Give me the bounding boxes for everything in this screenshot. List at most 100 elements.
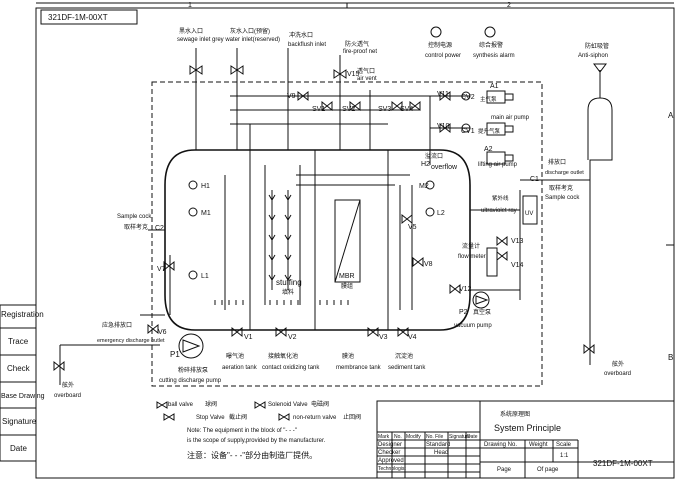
tb-designer: Designer <box>378 442 402 448</box>
legend-solenoid-cn: 电磁阀 <box>311 400 329 408</box>
tb-technologist: Technologist <box>378 466 406 472</box>
alarm-cn: 综合报警 <box>479 41 503 49</box>
checkvalve-cv1-icon <box>461 123 471 133</box>
grey-inlet-cn: 灰水入口(预留) <box>230 27 270 35</box>
valve-v5-icon <box>401 213 413 225</box>
doc-code-top: 321DF-1M-00XT <box>48 13 108 22</box>
aeration-cn: 曝气池 <box>226 352 244 360</box>
flow-meter-icon <box>486 247 498 277</box>
membrane-en: membrance tank <box>336 365 382 371</box>
grid-label-b: B <box>668 353 673 362</box>
tag-v6: V6 <box>158 329 167 336</box>
tb-of-page: Of page <box>537 467 559 473</box>
lift-pump-en: lifting air pump <box>478 162 518 168</box>
tag-v12: V12 <box>459 286 472 293</box>
discharge-en: discharge outlet <box>545 170 584 176</box>
valves <box>53 65 595 372</box>
main-tank <box>164 149 471 331</box>
overboard-r-en: overboard <box>604 371 631 377</box>
piping <box>59 48 613 385</box>
sewage-inlet-en: sewage inlet <box>177 37 211 43</box>
tag-v9: V9 <box>287 93 296 100</box>
tag-c1: C1 <box>530 176 539 183</box>
valve-v11-icon <box>439 90 451 102</box>
grid-label-1: 1 <box>188 2 192 9</box>
overboard-l-cn: 舷外 <box>62 381 74 389</box>
mbr-module <box>334 199 361 283</box>
p2-en: vacuum pump <box>454 323 492 329</box>
valve-overboard-l-icon <box>53 360 65 372</box>
tag-h1: H1 <box>201 183 210 190</box>
mbr-cn: 膜组 <box>341 282 353 290</box>
anti-siphon-icon <box>593 63 607 73</box>
legend-nonreturn-icon <box>278 413 290 421</box>
tag-m1: M1 <box>201 210 211 217</box>
tag-h2: H2 <box>421 161 430 168</box>
title-en: System Principle <box>494 423 561 433</box>
valve-v2-icon <box>275 326 287 338</box>
valve-inlet-1-icon <box>189 65 203 75</box>
contact-cn: 接触氧化池 <box>268 352 298 360</box>
pump-p2-tag: P2 <box>459 309 468 316</box>
antisiphon-en: Anti-siphon <box>578 53 608 59</box>
valve-v7-icon <box>163 260 175 272</box>
tag-v8: V8 <box>424 261 433 268</box>
main-pump-en: main air pump <box>491 115 530 121</box>
flow-cn: 流量计 <box>462 242 480 250</box>
stuffing-cn: 填料 <box>282 288 294 296</box>
valve-v1-icon <box>231 326 243 338</box>
side-base-drawing: Base Drawing <box>1 393 45 400</box>
level-l1-icon <box>188 270 198 280</box>
control-power-en: control power <box>425 53 461 59</box>
uv-tag: UV <box>525 211 533 217</box>
tag-v10: V10 <box>437 123 450 130</box>
uv-cn: 紫外线 <box>492 194 509 202</box>
level-h1-icon <box>188 180 198 190</box>
tag-v14: V14 <box>511 262 524 269</box>
tb-mark: Mark <box>378 434 390 440</box>
tag-sv2: SV2 <box>342 106 355 113</box>
legend-ball-icon <box>156 401 168 409</box>
tag-cv1: CV1 <box>461 128 475 135</box>
grid-label-2: 2 <box>507 2 511 9</box>
grey-inlet-en: grey water inlet(reserved) <box>212 37 280 43</box>
valve-sv1-icon <box>321 100 333 112</box>
tb-scale: Scale <box>556 442 572 448</box>
side-signature: Signature <box>2 417 37 426</box>
pump-a1-tag: A1 <box>490 83 499 90</box>
level-l2-icon <box>425 207 435 217</box>
tb-standard: Standard <box>426 442 450 448</box>
tag-sv3: SV3 <box>378 106 391 113</box>
aeration-en: aeration tank <box>222 365 258 371</box>
p1-cn: 粉碎排放泵 <box>178 366 208 374</box>
tb-signature: Signature <box>449 434 471 440</box>
tag-l1: L1 <box>201 273 209 280</box>
emergency-cn: 应急排放口 <box>102 321 132 329</box>
valve-v8-icon <box>412 256 424 268</box>
side-check: Check <box>7 364 31 373</box>
tb-nofile: No. File <box>426 434 443 440</box>
tb-head: Head <box>434 450 448 456</box>
membrane-cn: 膜池 <box>342 352 354 360</box>
level-m2-icon <box>425 180 435 190</box>
vacuum-pump-icon <box>472 291 490 309</box>
legend-stop-cn: 截止阀 <box>229 413 247 421</box>
valve-v4-icon <box>397 326 409 338</box>
pump-p1-tag: P1 <box>170 350 180 359</box>
airvent-cn: 透气口 <box>357 67 375 75</box>
legend-ball-cn: 球阀 <box>205 400 217 408</box>
title-block: 系统原理图 System Principle Mark No. Modify N… <box>376 400 675 479</box>
tb-page: Page <box>497 467 512 473</box>
tag-v13: V13 <box>511 238 524 245</box>
tb-weight: Weight <box>529 442 548 448</box>
note-cn: 注意：设备"- - -"部分由制造厂提供。 <box>187 450 317 460</box>
emergency-en: emergency discharge outlet <box>97 338 165 344</box>
legend-stop-icon <box>163 413 175 421</box>
tag-v7: V7 <box>157 266 166 273</box>
samplecock-l-en: Sample cock <box>117 214 152 220</box>
tag-v11: V11 <box>437 91 449 98</box>
overflow-cn: 溢流口 <box>425 152 443 160</box>
side-registration: Registration <box>1 310 44 319</box>
overboard-l-en: overboard <box>54 393 81 399</box>
